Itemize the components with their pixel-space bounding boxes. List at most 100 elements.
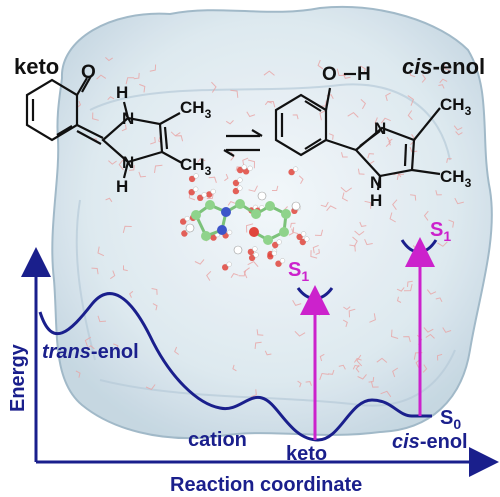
water-molecule xyxy=(206,270,212,281)
water-oxygen-ball xyxy=(267,253,274,260)
water-molecule xyxy=(336,68,347,77)
enol-n-top: N xyxy=(374,119,386,138)
water-molecule xyxy=(206,192,214,199)
water-molecule xyxy=(347,111,359,118)
water-molecule xyxy=(232,364,237,372)
water-molecule xyxy=(353,357,362,363)
water-molecule xyxy=(170,131,181,137)
water-molecule xyxy=(436,353,443,361)
water-molecule xyxy=(407,95,415,106)
water-molecule xyxy=(250,389,257,398)
water-hydrogen-ball xyxy=(184,215,190,222)
water-molecule xyxy=(349,244,356,252)
keto-atom-labels: O H N N H CH3 CH3 xyxy=(81,62,212,196)
water-molecule xyxy=(105,57,113,62)
water-molecule xyxy=(288,228,294,236)
water-hydrogen-ball xyxy=(300,231,307,237)
water-molecule xyxy=(272,185,279,191)
keto-oxygen-label: O xyxy=(81,62,96,83)
water-molecule xyxy=(298,175,304,184)
water-molecule xyxy=(317,59,324,70)
s1-label-keto: S1 xyxy=(288,259,309,284)
cis-enol-atom-labels: O H N N H CH3 CH3 xyxy=(322,64,472,210)
water-molecule xyxy=(297,380,302,388)
energy-axes xyxy=(21,247,499,477)
water-molecule xyxy=(342,319,348,328)
enol-nh-h: H xyxy=(370,191,382,210)
water-oxygen-ball xyxy=(210,234,217,241)
water-molecule xyxy=(246,111,256,118)
water-molecule xyxy=(125,77,135,85)
water-molecule xyxy=(360,65,366,75)
water-molecule xyxy=(145,384,156,391)
water-molecule xyxy=(403,336,411,343)
water-molecule xyxy=(91,267,99,275)
water-oxygen-ball xyxy=(275,260,282,267)
water-molecule xyxy=(133,72,140,80)
water-molecule xyxy=(396,173,405,180)
water-oxygen-ball xyxy=(206,191,213,198)
water-oxygen-ball xyxy=(222,264,229,271)
water-molecule xyxy=(310,250,318,259)
water-molecule xyxy=(392,367,399,378)
water-box-inner-ridge xyxy=(75,83,456,407)
water-molecule xyxy=(385,92,391,102)
water-molecule xyxy=(439,78,448,84)
water-hydrogen-ball xyxy=(271,250,277,256)
water-molecule xyxy=(438,84,445,89)
water-molecule xyxy=(380,117,391,124)
water-molecule xyxy=(121,124,127,132)
water-molecule xyxy=(454,197,464,205)
water-molecule xyxy=(367,153,375,159)
water-molecule xyxy=(129,290,134,298)
enol-hydroxyl-o: O xyxy=(322,64,337,85)
water-molecule xyxy=(290,222,296,228)
water-molecule xyxy=(315,248,320,255)
water-molecule xyxy=(410,194,417,201)
water-molecule xyxy=(374,117,381,128)
water-molecule xyxy=(292,300,302,306)
water-molecule xyxy=(455,131,463,136)
water-molecule xyxy=(442,327,452,333)
water-hydrogen-ball xyxy=(193,173,199,179)
water-box xyxy=(51,6,493,440)
water-molecule xyxy=(314,229,324,237)
keto-methyl-top: CH3 xyxy=(180,98,212,121)
water-molecule xyxy=(448,219,455,228)
water-molecule xyxy=(129,165,135,171)
water-molecule xyxy=(97,246,105,257)
water-molecule xyxy=(197,157,206,163)
water-molecule xyxy=(152,303,158,311)
cation-label: cation xyxy=(188,429,247,451)
water-molecule xyxy=(407,110,413,121)
water-molecule xyxy=(97,315,107,323)
water-hydrogen-ball xyxy=(253,252,259,258)
water-molecule xyxy=(264,350,272,356)
water-molecule xyxy=(319,372,329,380)
water-molecule xyxy=(230,272,239,278)
water-molecule xyxy=(390,329,399,339)
water-molecule xyxy=(407,280,413,287)
water-oxygen-ball xyxy=(247,248,255,256)
water-molecule xyxy=(118,159,124,171)
water-molecule xyxy=(352,236,358,247)
keto-nh-bottom-h: H xyxy=(116,177,128,196)
water-molecule xyxy=(76,100,82,108)
enol-methyl-bottom: CH3 xyxy=(440,167,472,190)
water-molecule xyxy=(238,270,247,277)
water-molecule xyxy=(224,173,229,182)
water-molecule xyxy=(108,160,117,165)
water-molecule xyxy=(122,225,132,234)
water-oxygen-ball xyxy=(181,230,188,237)
water-molecule xyxy=(319,109,327,121)
water-molecule xyxy=(208,176,217,183)
water-hydrogen-ball xyxy=(226,261,232,267)
water-molecule xyxy=(435,297,443,303)
water-molecule xyxy=(356,354,363,367)
water-oxygen-ball xyxy=(180,218,187,225)
water-molecule xyxy=(348,308,356,318)
water-molecule xyxy=(263,70,275,76)
y-axis-label: Energy xyxy=(7,343,29,412)
water-molecule xyxy=(364,239,373,246)
water-molecule xyxy=(423,210,429,221)
